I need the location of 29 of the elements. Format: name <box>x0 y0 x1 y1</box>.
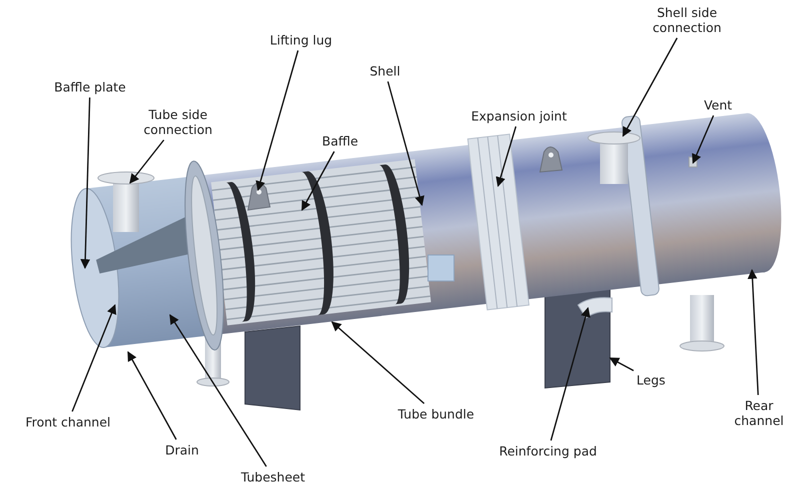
leader-line <box>550 307 590 441</box>
leader-line <box>127 351 177 440</box>
part-label: Expansion joint <box>471 108 567 124</box>
leader-line <box>129 140 164 184</box>
leader-line <box>80 97 90 269</box>
part-label: Tube side connection <box>128 107 228 137</box>
part-label: Baffle <box>322 134 358 148</box>
leader-line <box>387 81 424 206</box>
leader-line <box>256 50 299 191</box>
leader-line <box>748 269 759 396</box>
part-label: Front channel <box>25 414 111 430</box>
part-label: Baffle plate <box>54 80 126 94</box>
leader-line <box>496 126 517 187</box>
leader-line <box>169 314 267 467</box>
part-label: Drain <box>165 442 199 458</box>
part-label: Tube bundle <box>398 406 474 422</box>
part-label: Legs <box>636 372 666 388</box>
leader-line <box>692 115 714 164</box>
part-label: Tubesheet <box>241 470 305 484</box>
leader-line <box>622 38 678 137</box>
leader-line <box>331 321 425 404</box>
part-label: Reinforcing pad <box>499 444 597 458</box>
part-label: Vent <box>704 98 732 112</box>
leader-line <box>609 357 634 372</box>
part-label: Shell <box>370 64 400 78</box>
part-label: Shell side connection <box>637 5 737 35</box>
part-label: Lifting lug <box>270 32 332 48</box>
part-label: Rear channel <box>724 398 794 428</box>
leader-line <box>72 304 116 412</box>
